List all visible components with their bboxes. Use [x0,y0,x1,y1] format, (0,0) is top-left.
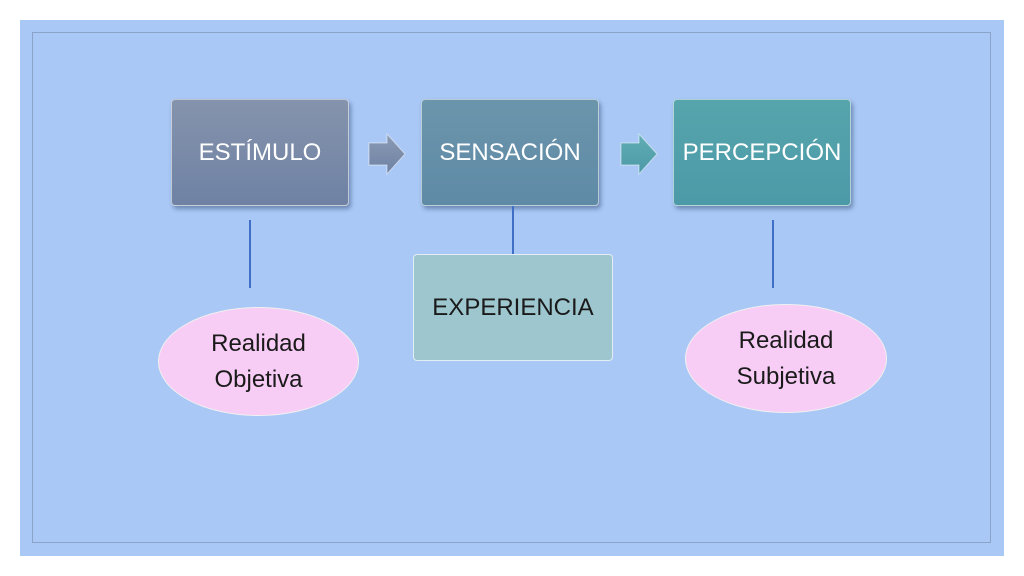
arrow-right-icon [620,132,658,176]
percepcion-box: PERCEPCIÓN [673,99,851,206]
inner-frame [32,32,991,543]
connector-line-experiencia [512,206,514,254]
arrow-right-icon [368,132,406,176]
estimulo-box: ESTÍMULO [171,99,349,206]
realidad-objetiva-line1: Realidad [211,329,306,357]
realidad-subjetiva-line1: Realidad [738,326,834,354]
connector-line-objetiva [249,220,251,288]
sensacion-label: SENSACIÓN [439,138,581,166]
sensacion-box: SENSACIÓN [421,99,599,206]
experiencia-label: EXPERIENCIA [432,293,594,321]
experiencia-box: EXPERIENCIA [413,254,613,361]
connector-line-subjetiva [772,220,774,288]
slide-background: ESTÍMULO SENSACIÓN PERCEPCIÓN EXPERIENCI… [20,20,1004,556]
estimulo-label: ESTÍMULO [198,138,322,166]
realidad-objetiva-line2: Objetiva [214,365,303,393]
realidad-subjetiva-ellipse: Realidad Subjetiva [685,304,887,413]
realidad-subjetiva-line2: Subjetiva [736,362,836,390]
percepcion-label: PERCEPCIÓN [682,138,842,166]
realidad-objetiva-ellipse: Realidad Objetiva [158,307,359,416]
